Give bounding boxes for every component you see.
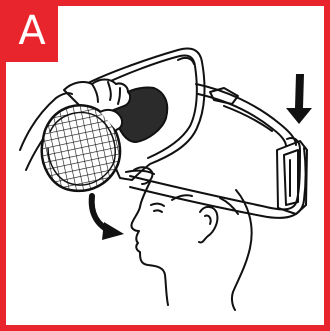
arrow-down-icon xyxy=(286,74,312,124)
label-badge xyxy=(6,6,58,62)
filter-icon xyxy=(30,95,130,200)
arrow-curved-icon xyxy=(92,196,124,240)
